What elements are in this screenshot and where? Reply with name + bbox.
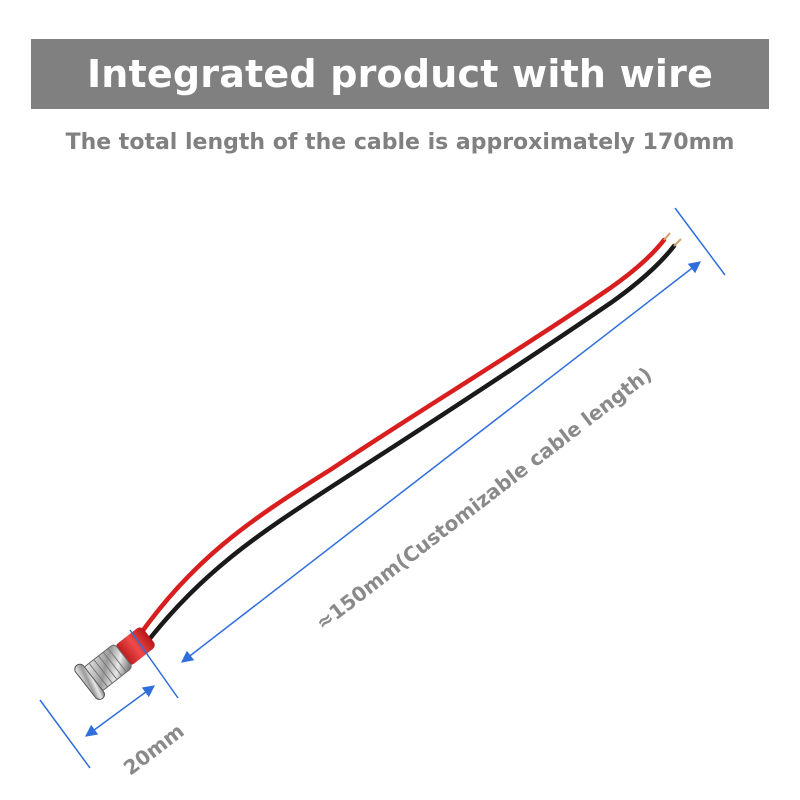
red-wire-tip	[663, 232, 671, 241]
title-banner: Integrated product with wire	[31, 39, 769, 109]
cable-dimension-line	[181, 261, 701, 663]
connector-dimension: 20mm	[39, 685, 189, 780]
black-wire-tip	[673, 238, 682, 247]
indicator-light	[74, 627, 155, 700]
connector-dimension-line	[85, 685, 155, 737]
connector-length-label: 20mm	[119, 719, 189, 780]
black-wire	[135, 243, 677, 657]
red-sleeve	[115, 627, 155, 665]
page-title: Integrated product with wire	[86, 52, 714, 96]
cable-extension-top	[674, 207, 726, 276]
cable-extension-bottom	[129, 629, 179, 699]
cable-length-label: ≈150mm(Customizable cable length)	[311, 362, 656, 635]
connector-extension-left	[39, 699, 91, 769]
wires	[129, 232, 682, 657]
cable-length-subtitle: The total length of the cable is approxi…	[65, 130, 735, 155]
